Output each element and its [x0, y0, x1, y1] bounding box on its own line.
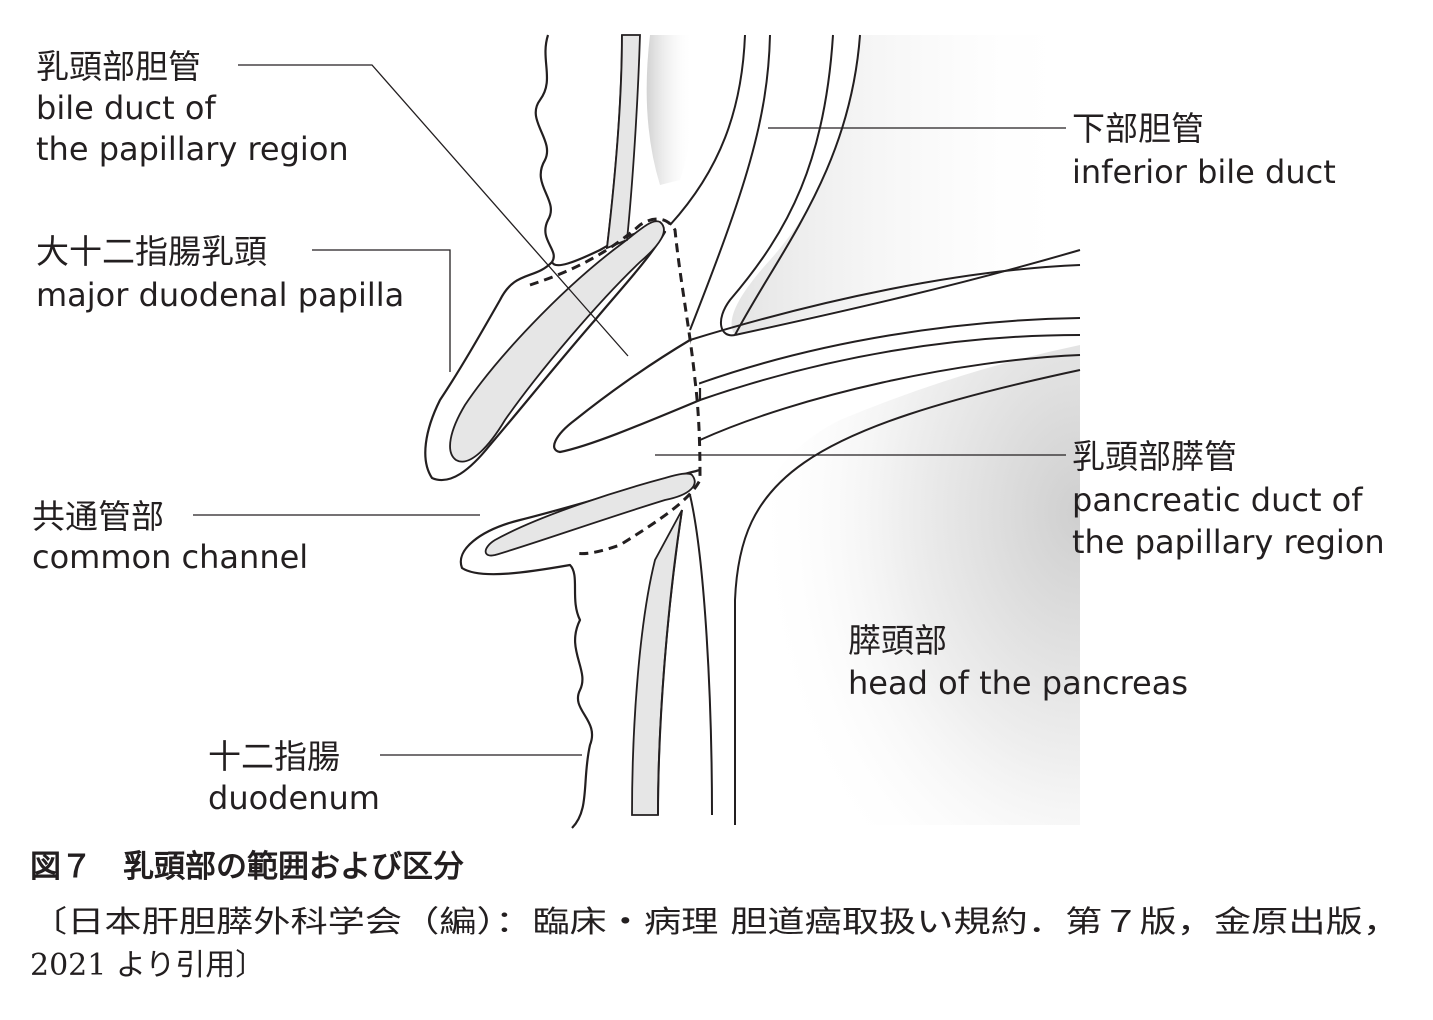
label-common-channel-en: common channel — [32, 538, 308, 576]
pancreatic-duct-outer-curve — [734, 369, 1081, 825]
leader-major-duodenal-papilla — [312, 249, 451, 372]
pancreatic-duct-wall-4 — [699, 334, 1081, 401]
caption-title: 図７ 乳頭部の範囲および区分 — [30, 849, 464, 885]
common-channel-lumen — [484, 472, 696, 557]
pancreatic-duct-wall-2 — [689, 264, 1081, 341]
bile-duct-wall-mid2 — [689, 34, 771, 331]
label-common-channel-jp: 共通管部 — [32, 497, 164, 536]
bile-duct-wall-far — [734, 34, 861, 336]
label-head-of-pancreas-jp: 膵頭部 — [848, 621, 947, 660]
label-bile-duct-papillary-en1: bile duct of — [36, 89, 216, 127]
label-inferior-bile-duct-en: inferior bile duct — [1072, 153, 1336, 191]
label-inferior-bile-duct-jp: 下部胆管 — [1072, 109, 1204, 148]
pancreatic-duct-wall-3 — [694, 317, 1081, 386]
label-major-duodenal-papilla-en: major duodenal papilla — [36, 276, 404, 314]
label-pancreatic-duct-papillary-jp: 乳頭部膵管 — [1072, 437, 1237, 476]
papilla-lumen-upper — [449, 220, 665, 463]
bile-duct-wall-mid — [669, 34, 746, 226]
pancreatic-duct-wall-1 — [734, 249, 1081, 336]
label-pancreatic-duct-papillary-en2: the papillary region — [1072, 523, 1385, 561]
label-pancreatic-duct-papillary-en1: pancreatic duct of — [1072, 481, 1363, 519]
label-major-duodenal-papilla-jp: 大十二指腸乳頭 — [36, 232, 267, 271]
pancreatic-duct-inner-curve — [699, 354, 1081, 441]
lower-duct-wall-b — [657, 509, 683, 816]
label-bile-duct-papillary-jp: 乳頭部胆管 — [36, 47, 201, 86]
leader-bile-duct-papillary — [238, 64, 629, 357]
lower-duct-wall-a — [689, 494, 713, 816]
pancreatic-duct-tip — [553, 339, 702, 454]
bile-duct-wall-right — [720, 34, 834, 337]
papilla-boundary-dashed — [529, 217, 702, 556]
caption-source-line1: 〔日本肝胆膵外科学会（編）：臨床・病理 胆道癌取扱い規約．第７版，金原出版， — [30, 905, 1400, 940]
label-head-of-pancreas-en: head of the pancreas — [848, 664, 1188, 702]
common-channel-wall — [459, 468, 701, 829]
pancreas-head-shading — [735, 345, 1080, 825]
label-bile-duct-papillary-en2: the papillary region — [36, 130, 349, 168]
caption-source-line2: 2021 より引用〕 — [30, 948, 265, 983]
bile-duct-shading — [646, 35, 694, 185]
label-duodenum-jp: 十二指腸 — [208, 737, 340, 776]
label-duodenum-en: duodenum — [208, 779, 380, 817]
bile-duct-wall-shade — [731, 35, 1080, 335]
bile-duct-lumen-left — [605, 34, 641, 250]
